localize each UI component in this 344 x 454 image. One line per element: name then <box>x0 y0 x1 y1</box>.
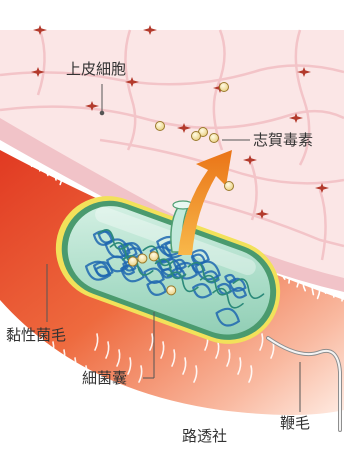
label-epithelial-cells: 上皮細胞 <box>66 60 126 78</box>
label-adhesive-pili: 黏性菌毛 <box>6 326 66 344</box>
label-shiga-toxin: 志賀毒素 <box>253 131 313 149</box>
label-flagellum: 鞭毛 <box>280 414 310 432</box>
label-source: 路透社 <box>182 427 227 445</box>
label-bacterial-capsule: 細菌囊 <box>82 369 127 387</box>
